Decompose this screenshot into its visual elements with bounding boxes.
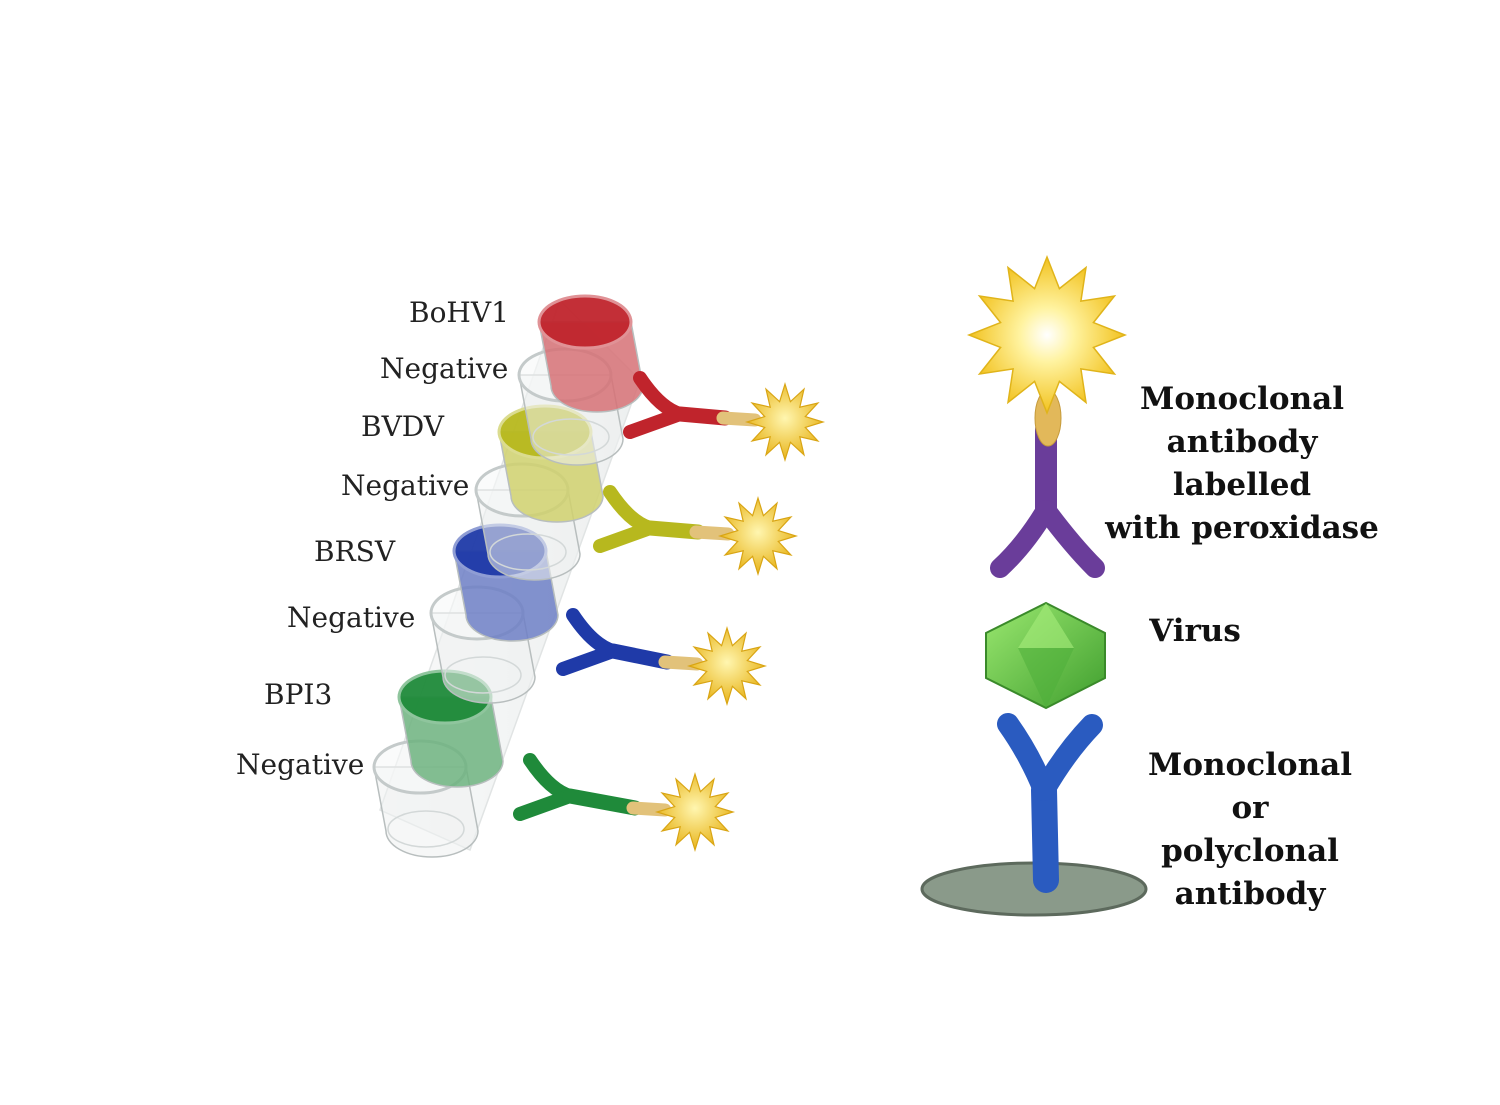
antibody-arm-top — [523, 753, 577, 803]
antibody-arm-bottom — [623, 407, 687, 439]
well-label-bvdv: BVDV — [361, 410, 444, 443]
antibody-arm-right — [1033, 714, 1103, 801]
antibody-arm-top — [566, 608, 620, 658]
labelled-antibody-icon — [556, 608, 768, 707]
capture-antibody-icon — [997, 713, 1103, 893]
well-label-negative-3: Negative — [287, 601, 416, 634]
sandwich-legend-group — [920, 254, 1148, 917]
antibody-stem — [562, 788, 643, 816]
peroxidase-star-icon — [686, 625, 768, 707]
well-label-bpi3: BPI3 — [264, 678, 333, 711]
antibody-arm-top — [603, 485, 657, 535]
labelled-antibody-icon — [593, 485, 799, 577]
virus-face — [1018, 648, 1074, 708]
antibody-arm-bottom — [556, 644, 620, 676]
antibody-stem — [1031, 777, 1059, 893]
well-bottom — [489, 533, 567, 571]
virus-face — [1018, 603, 1074, 648]
well-label-bohv1: BoHV1 — [409, 296, 509, 329]
well-icon — [537, 294, 644, 413]
antibody-arm-left — [990, 500, 1056, 578]
peroxidase-star-icon — [717, 495, 799, 577]
peroxidase-link — [658, 655, 704, 671]
labelled-antibody-icon — [623, 371, 826, 463]
antibody-arm-right — [1036, 500, 1105, 578]
well-label-negative-1: Negative — [380, 352, 509, 385]
peroxidase-star-icon — [654, 771, 736, 853]
well-bottom — [387, 810, 465, 848]
legend-labelled-antibody-label: Monoclonal antibody labelled with peroxi… — [1105, 381, 1379, 546]
antibody-arm-bottom — [593, 521, 657, 553]
peroxidase-link — [716, 411, 762, 427]
legend-capture-antibody-label: Monoclonal or polyclonal antibody — [1148, 747, 1352, 912]
well-bottom — [444, 656, 522, 694]
well-label-negative-2: Negative — [341, 469, 470, 502]
well-strip-group — [372, 294, 826, 858]
peroxidase-link — [689, 525, 735, 541]
antibody-arm-top — [633, 371, 687, 421]
virus-icon — [985, 601, 1106, 710]
peroxidase-link — [626, 801, 672, 817]
antibody-arm-bottom — [513, 789, 577, 821]
peroxidase-star-icon — [966, 254, 1128, 416]
labelled-antibody-icon — [990, 389, 1105, 578]
well-label-brsv: BRSV — [314, 535, 396, 568]
well-bottom — [532, 418, 610, 456]
legend-virus-label: Virus — [1149, 613, 1241, 649]
well-rim — [537, 294, 633, 350]
antibody-stem — [605, 643, 675, 670]
labelled-antibody-icon — [513, 753, 736, 853]
well-label-negative-4: Negative — [236, 748, 365, 781]
peroxidase-star-icon — [744, 381, 826, 463]
